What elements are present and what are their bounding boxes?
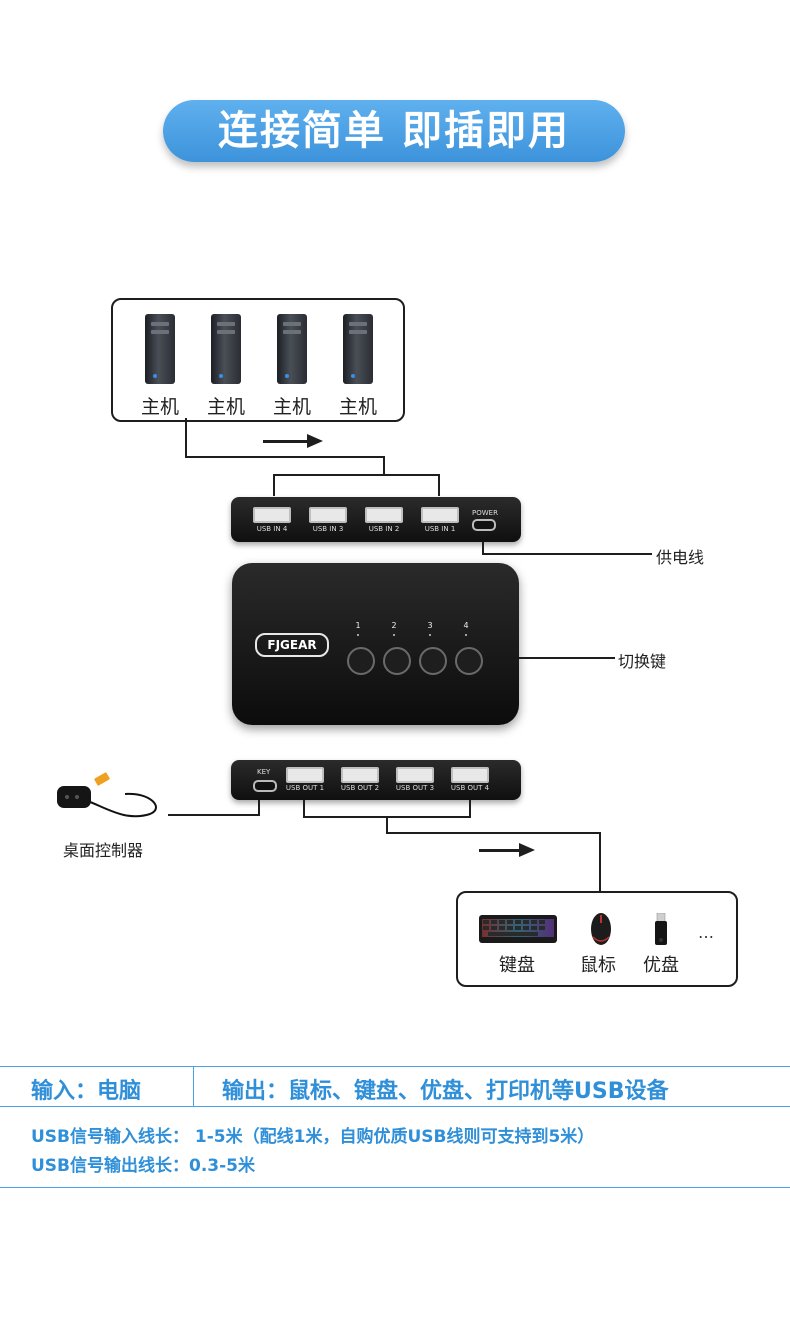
- switch-button-3[interactable]: [419, 647, 447, 675]
- switch-key-label: 切换键: [618, 652, 667, 671]
- keyboard-label: 键盘: [499, 955, 535, 976]
- banner-title: 连接简单 即插即用: [163, 100, 625, 162]
- arrow-right-icon: [479, 849, 521, 852]
- main-unit: FJGEAR 1 2 3 4: [232, 563, 519, 725]
- table-divider: [193, 1066, 194, 1106]
- host-computer-icon: [211, 314, 241, 384]
- switch-button-4[interactable]: [455, 647, 483, 675]
- connector-line: [469, 800, 471, 818]
- input-spec-cell: 输入：电脑: [31, 1079, 142, 1104]
- mouse-label: 鼠标: [580, 955, 616, 976]
- connector-line: [386, 816, 388, 834]
- usb-out-port: [286, 767, 324, 783]
- output-cable-length: USB信号输出线长：0.3-5米: [31, 1156, 256, 1176]
- button-number: 4: [463, 621, 469, 630]
- more-ellipsis: …: [698, 923, 714, 942]
- button-number: 1: [355, 621, 361, 630]
- switch-button-2[interactable]: [383, 647, 411, 675]
- usb-in-port: [365, 507, 403, 523]
- connector-line: [383, 456, 385, 476]
- usb-out-port: [451, 767, 489, 783]
- indicator-led: [465, 634, 467, 636]
- input-cable-length: USB信号输入线长： 1-5米（配线1米，自购优质USB线则可支持到5米）: [31, 1127, 595, 1147]
- button-number: 3: [427, 621, 433, 630]
- callout-line: [482, 553, 652, 555]
- key-label: KEY: [257, 768, 271, 776]
- table-bottom-border: [0, 1187, 790, 1188]
- power-label: POWER: [472, 509, 498, 517]
- connector-line: [185, 456, 385, 458]
- connector-line: [599, 832, 601, 892]
- arrow-right-icon: [263, 440, 309, 443]
- usb-in-port-label: USB IN 3: [312, 525, 344, 533]
- usb-out-port-label: USB OUT 4: [450, 784, 490, 792]
- indicator-led: [393, 634, 395, 636]
- hosts-box: 主机 主机 主机 主机: [111, 298, 405, 422]
- desktop-controller-label: 桌面控制器: [63, 841, 144, 860]
- keyboard-icon: [478, 911, 558, 945]
- indicator-led: [357, 634, 359, 636]
- callout-line: [258, 800, 260, 816]
- host-label: 主机: [140, 396, 179, 418]
- power-cable-label: 供电线: [656, 548, 705, 567]
- power-port: [472, 519, 496, 531]
- usb-out-port-label: USB OUT 2: [340, 784, 380, 792]
- usb-in-port: [253, 507, 291, 523]
- usb-in-port: [309, 507, 347, 523]
- brand-logo: FJGEAR: [255, 633, 329, 657]
- desktop-controller-icon: [55, 772, 165, 832]
- arrow-head-icon: [519, 843, 535, 857]
- key-port: [253, 780, 277, 792]
- host-computer-icon: [343, 314, 373, 384]
- callout-line: [519, 657, 615, 659]
- usb-drive-icon: [654, 912, 668, 947]
- connector-line: [303, 800, 305, 818]
- usb-in-port-label: USB IN 4: [256, 525, 288, 533]
- usb-in-port: [421, 507, 459, 523]
- usb-out-port-label: USB OUT 1: [285, 784, 325, 792]
- output-panel: KEY USB OUT 1 USB OUT 2 USB OUT 3 USB OU…: [231, 760, 521, 800]
- host-label: 主机: [206, 396, 245, 418]
- mouse-icon: [590, 907, 612, 947]
- button-number: 2: [391, 621, 397, 630]
- usb-out-port-label: USB OUT 3: [395, 784, 435, 792]
- table-mid-border: [0, 1106, 790, 1107]
- arrow-head-icon: [307, 434, 323, 448]
- input-panel: USB IN 4 USB IN 3 USB IN 2 USB IN 1 POWE…: [231, 497, 521, 542]
- peripherals-box: … 键盘 鼠标 优盘: [456, 891, 738, 987]
- usb-out-port: [396, 767, 434, 783]
- connector-line: [273, 474, 440, 476]
- table-top-border: [0, 1066, 790, 1067]
- connector-line: [185, 418, 187, 458]
- usb-drive-label: 优盘: [643, 955, 679, 976]
- usb-out-port: [341, 767, 379, 783]
- host-computer-icon: [145, 314, 175, 384]
- switch-button-1[interactable]: [347, 647, 375, 675]
- host-label: 主机: [338, 396, 377, 418]
- usb-in-port-label: USB IN 1: [424, 525, 456, 533]
- callout-line: [168, 814, 260, 816]
- connector-line: [438, 474, 440, 496]
- indicator-led: [429, 634, 431, 636]
- connector-line: [273, 474, 275, 496]
- connector-line: [386, 832, 601, 834]
- output-spec-cell: 输出：鼠标、键盘、优盘、打印机等USB设备: [222, 1079, 669, 1104]
- usb-in-port-label: USB IN 2: [368, 525, 400, 533]
- host-computer-icon: [277, 314, 307, 384]
- callout-line: [482, 542, 484, 554]
- host-label: 主机: [272, 396, 311, 418]
